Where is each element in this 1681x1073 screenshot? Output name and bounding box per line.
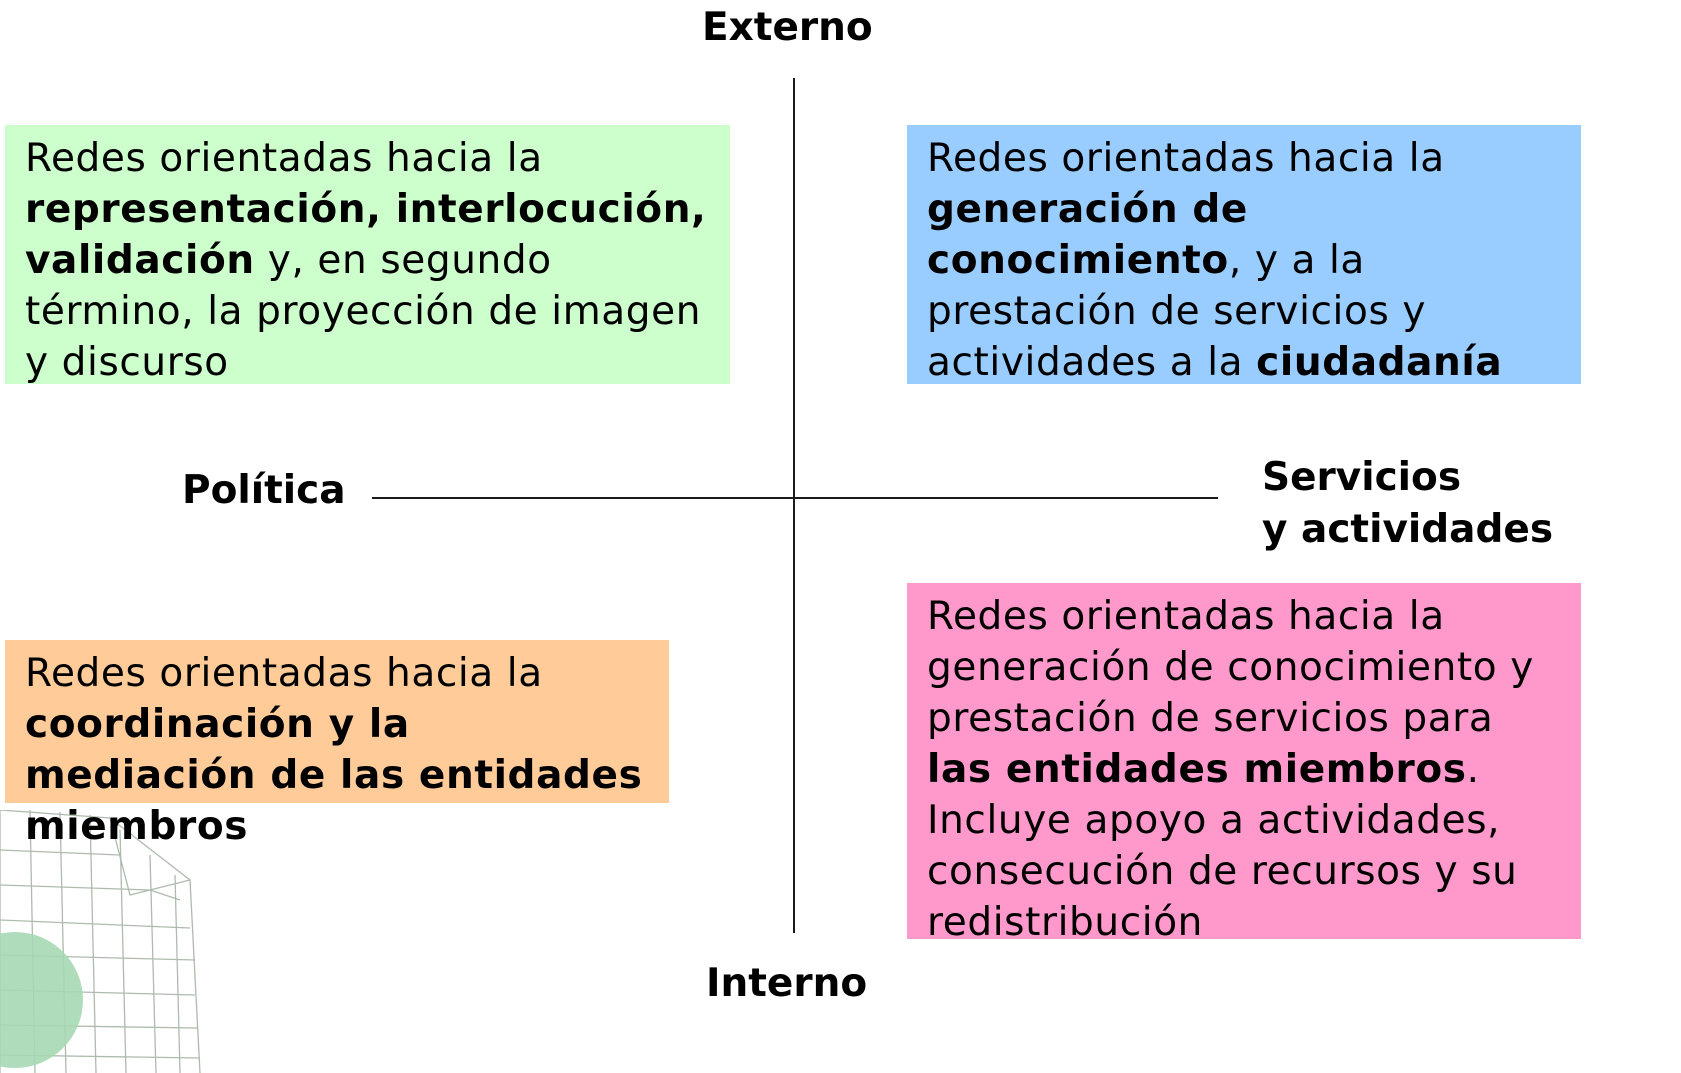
quadrant-top-right-highlight-2: ciudadanía xyxy=(1256,340,1503,385)
quadrant-top-left-intro: Redes orientadas hacia la xyxy=(25,136,543,181)
quadrant-bottom-right-intro: Redes orientadas hacia la generación de … xyxy=(927,594,1534,741)
quadrant-top-left-rest: y, en segundo término, la proyección de … xyxy=(25,238,702,385)
axis-label-bottom: Interno xyxy=(706,961,868,1006)
axis-label-right: Servicios y actividades xyxy=(1262,452,1553,556)
vertical-axis-line xyxy=(793,78,795,933)
axis-label-right-line1: Servicios xyxy=(1262,455,1462,500)
quadrant-bottom-right-rest: . Incluye apoyo a actividades, consecuci… xyxy=(927,747,1518,945)
quadrant-bottom-right-highlight: las entidades miembros xyxy=(927,747,1467,792)
axis-label-right-line2: y actividades xyxy=(1262,507,1554,552)
decorative-grid-graphic xyxy=(0,810,201,1073)
quadrant-bottom-left-highlight: coordinación y la mediación de las entid… xyxy=(25,702,643,849)
decorative-circle xyxy=(0,932,83,1068)
quadrant-top-right-highlight: generación de conocimiento xyxy=(927,187,1248,283)
quadrant-bottom-left: Redes orientadas hacia la coordinación y… xyxy=(5,640,669,849)
quadrant-top-left-highlight: representación, interlocución, validació… xyxy=(25,187,707,283)
quadrant-bottom-right: Redes orientadas hacia la generación de … xyxy=(907,583,1581,945)
quadrant-top-right-intro: Redes orientadas hacia la xyxy=(927,136,1445,181)
axis-label-left: Política xyxy=(182,468,346,513)
quadrant-top-left: Redes orientadas hacia la representación… xyxy=(5,125,730,385)
quadrant-bottom-left-intro: Redes orientadas hacia la xyxy=(25,651,543,696)
quadrant-top-right-rest: , y a la prestación de servicios y activ… xyxy=(927,238,1427,385)
horizontal-axis-line xyxy=(372,497,1218,499)
axis-label-top: Externo xyxy=(702,5,873,50)
quadrant-top-right: Redes orientadas hacia la generación de … xyxy=(907,125,1581,385)
